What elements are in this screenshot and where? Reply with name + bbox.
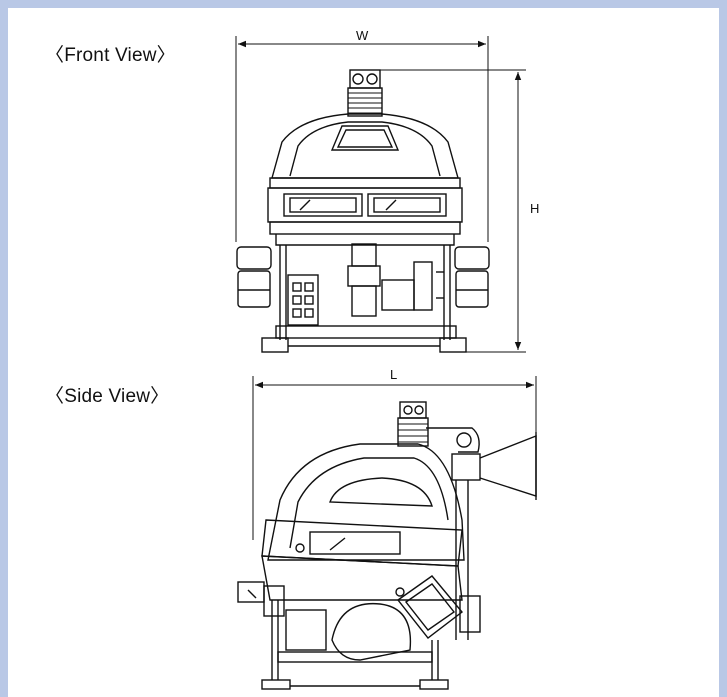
front-view-drawing [236,69,490,353]
drawing-panel [8,8,719,697]
dimension-l-label: L [390,367,398,382]
front-view-title: 〈Front View〉 [45,45,176,66]
dimension-w-label: W [356,28,369,43]
side-view-drawing [237,401,537,690]
dimension-lines [235,36,537,540]
side-view-title: 〈Side View〉 [45,386,170,407]
dimension-h-label: H [530,201,540,216]
